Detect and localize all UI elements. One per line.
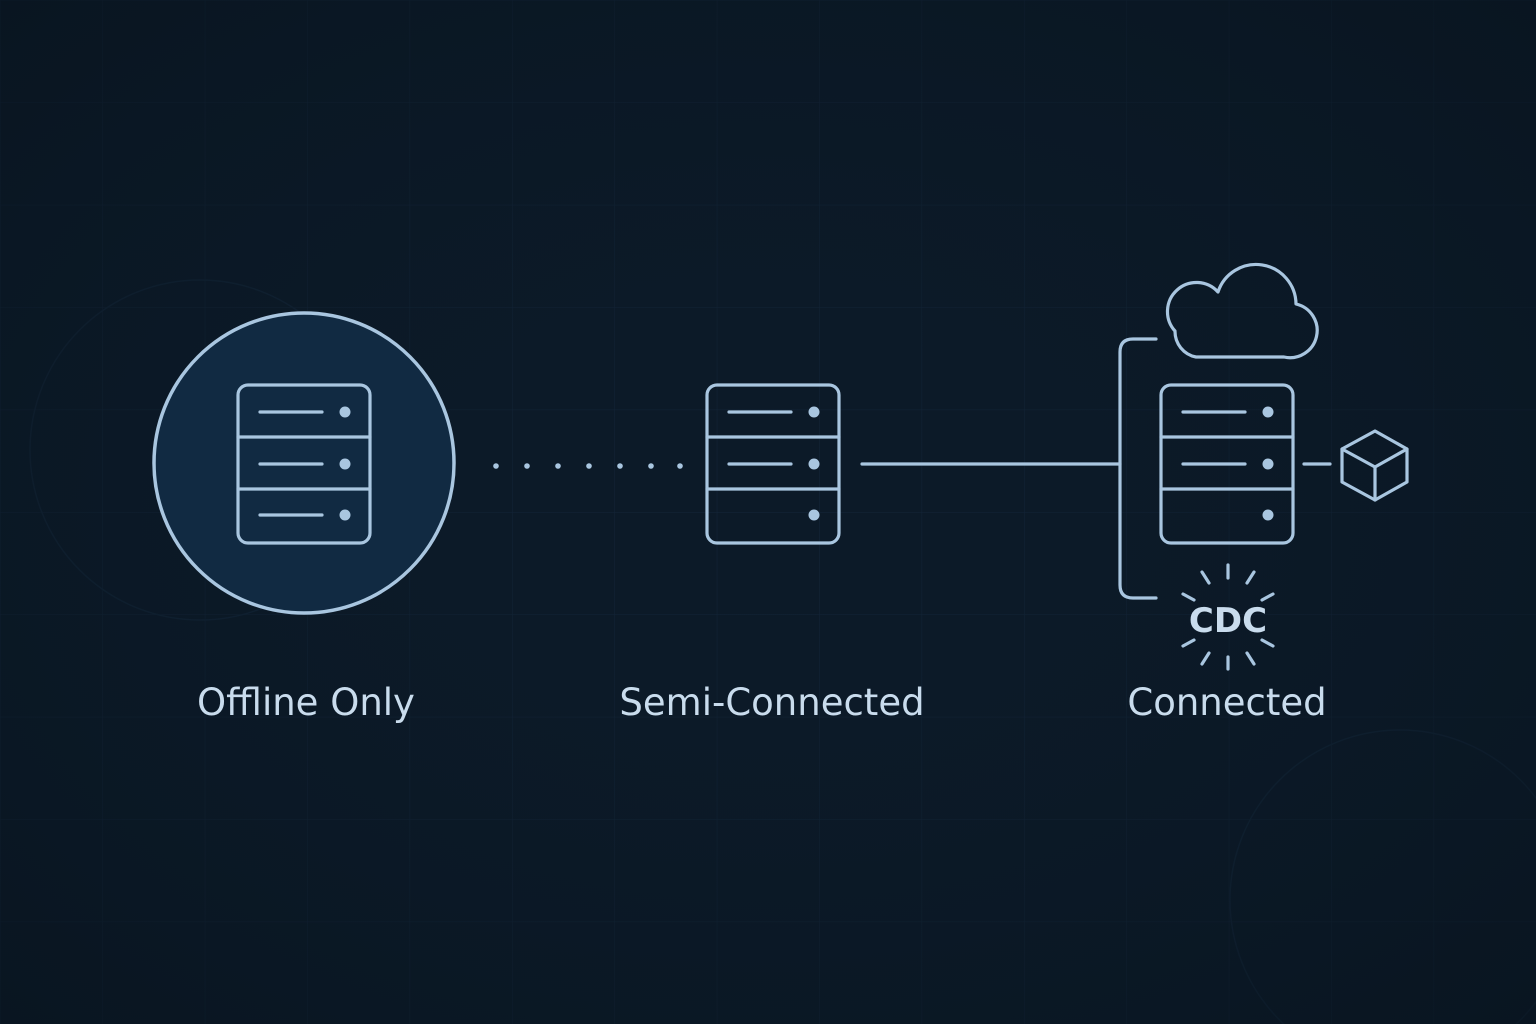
stage-label-connected: Connected	[1127, 681, 1326, 724]
offline-node: Offline Only	[152, 311, 456, 724]
cloud-icon	[1165, 262, 1319, 360]
stage-label-offline: Offline Only	[197, 681, 415, 724]
stage-label-semi: Semi-Connected	[619, 681, 924, 724]
cube-icon	[1340, 429, 1409, 502]
server-icon	[1159, 383, 1295, 545]
bracket	[1118, 337, 1158, 600]
server-icon	[705, 383, 841, 545]
semi-connected-node: Semi-Connected	[619, 383, 925, 724]
cdc-sun-icon	[1181, 563, 1275, 671]
cdc-label: CDC	[1189, 601, 1267, 641]
connected-node: CDC Connected	[1118, 262, 1409, 724]
server-icon	[236, 383, 372, 545]
dotted-connection	[493, 463, 683, 469]
